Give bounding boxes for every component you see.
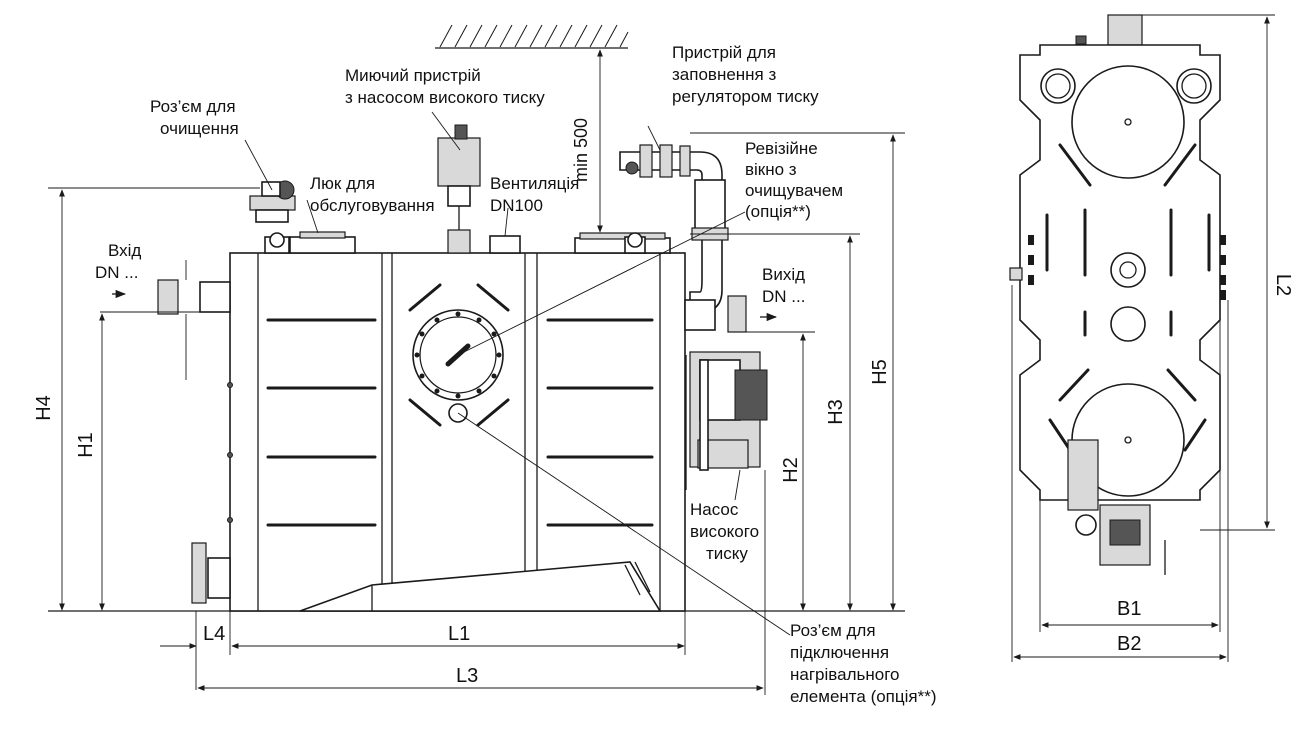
inlet-label-line2: DN ... (95, 263, 138, 282)
top-view: L2 B1 B2 (1009, 14, 1294, 662)
tank-top-fittings (264, 231, 671, 254)
cleaning-connector-label-line2: очищення (160, 119, 239, 138)
heater-connector-label-line3: нагрівального (790, 665, 899, 684)
ventilation-label-line1: Вентиляція (490, 174, 579, 193)
filling-device-label-line2: заповнення з (672, 65, 776, 84)
heater-connector-label-line2: підключення (790, 643, 889, 662)
filling-device-label-line1: Пристрій для (672, 43, 776, 62)
side-dimensions (48, 132, 905, 695)
outlet-label-line1: Вихід (762, 265, 805, 284)
washer-label-line2: з насосом високого тиску (345, 88, 545, 107)
dim-H2: H2 (780, 457, 802, 483)
filling-device-label-line3: регулятором тиску (672, 87, 819, 106)
inspection-window-label-line2: вікно з (745, 160, 797, 179)
ventilation-label-line2: DN100 (490, 196, 543, 215)
washer-label-line1: Миючий пристрій (345, 66, 481, 85)
dim-H5: H5 (869, 359, 891, 385)
dim-H4: H4 (33, 395, 55, 421)
hp-pump-label-line2: високого (690, 522, 759, 541)
cleaning-connector (249, 180, 296, 223)
washer-device (437, 124, 481, 254)
cleaning-connector-label-line1: Роз’єм для (150, 97, 236, 116)
filling-device (619, 144, 729, 331)
hp-pump-label-line3: тиску (706, 544, 748, 563)
dim-H1: H1 (75, 432, 97, 458)
hp-pump-label-line1: Насос (690, 500, 739, 519)
heater-connector-label-line4: елемента (опція**) (790, 687, 937, 706)
inspection-window-label-line1: Ревізійне (745, 139, 818, 158)
drain-flange (191, 542, 231, 604)
outlet-pipe (727, 295, 815, 333)
dim-L4: L4 (203, 623, 225, 645)
high-pressure-pump (685, 351, 768, 490)
dim-L2: L2 (1272, 274, 1294, 296)
inspection-window-label-line3: очищувачем (745, 181, 843, 200)
min-clearance-label: min 500 (571, 118, 591, 182)
dim-B1: B1 (1117, 598, 1141, 620)
service-hatch-label-line1: Люк для (310, 174, 375, 193)
inlet-pipe (100, 260, 231, 380)
inspection-window-label-line4: (опція**) (745, 202, 811, 221)
service-hatch-label-line2: обслуговування (310, 196, 435, 215)
dim-L3: L3 (456, 665, 478, 687)
outlet-label-line2: DN ... (762, 287, 805, 306)
dim-B2: B2 (1117, 633, 1141, 655)
inlet-label-line1: Вхід (108, 241, 141, 260)
dim-H3: H3 (825, 399, 847, 425)
dim-L1: L1 (448, 623, 470, 645)
heater-connector-label-line1: Роз’єм для (790, 621, 876, 640)
leader-lines (244, 111, 791, 636)
side-view: min 500 (33, 24, 937, 706)
tank-body (227, 252, 686, 612)
ceiling-hatch (435, 24, 629, 49)
